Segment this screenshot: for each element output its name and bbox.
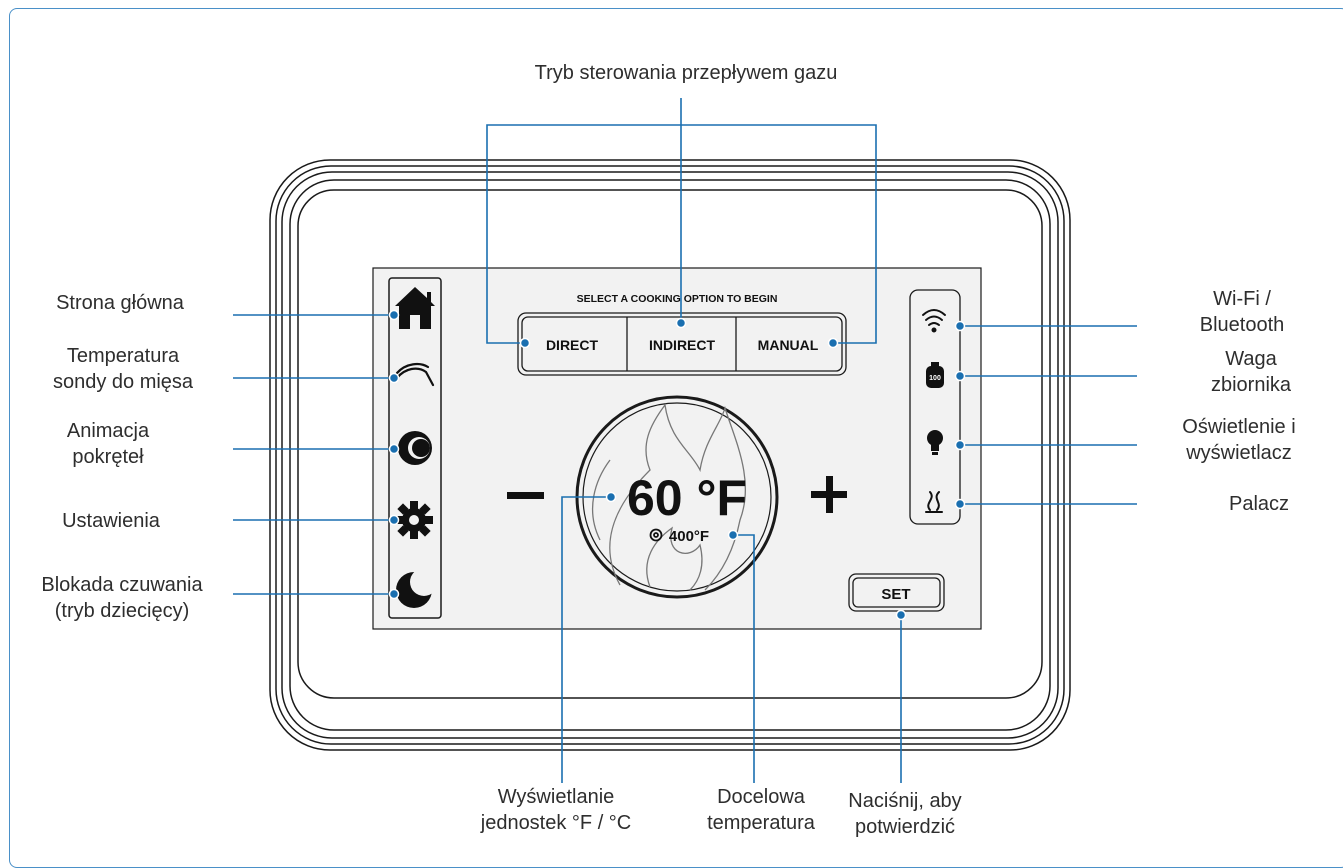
- label-probe-temp-line2: sondy do mięsa: [52, 371, 194, 393]
- label-lighting: Oświetlenie i wyświetlacz: [1182, 414, 1295, 466]
- label-target-line2: temperatura: [707, 812, 815, 834]
- smoke-icon[interactable]: [925, 491, 943, 513]
- label-wifi-line1: Wi-Fi /: [1213, 288, 1271, 310]
- label-press-line1: Naciśnij, aby: [848, 790, 962, 812]
- tank-icon[interactable]: 100: [926, 362, 944, 388]
- label-press-confirm: Naciśnij, aby potwierdzić: [848, 788, 961, 840]
- label-lighting-line2: wyświetlacz: [1186, 442, 1292, 464]
- label-target-line1: Docelowa: [717, 786, 805, 808]
- minus-button[interactable]: [507, 492, 544, 499]
- tank-icon-label: 100: [929, 375, 941, 382]
- set-button-frame: [848, 573, 945, 612]
- label-standby-line1: Blokada czuwania: [41, 574, 203, 596]
- indirect-button[interactable]: INDIRECT: [649, 337, 716, 353]
- wifi-icon[interactable]: [922, 309, 946, 333]
- label-press-line2: potwierdzić: [854, 816, 956, 838]
- label-probe-temp: Temperatura sondy do mięsa: [53, 343, 193, 395]
- temperature-readout: 60 °F: [627, 470, 747, 526]
- label-target: Docelowa temperatura: [707, 784, 815, 836]
- moon-icon[interactable]: [396, 568, 438, 608]
- label-tank: Waga zbiornika: [1211, 346, 1291, 398]
- plus-button[interactable]: [811, 476, 847, 513]
- label-units: Wyświetlanie jednostek °F / °C: [481, 784, 632, 836]
- label-standby-line2: (tryb dziecięcy): [54, 600, 190, 622]
- label-knob-anim-line2: pokręteł: [72, 446, 144, 468]
- label-units-line2: jednostek °F / °C: [480, 812, 632, 834]
- manual-button[interactable]: MANUAL: [758, 337, 819, 353]
- label-settings: Ustawienia: [62, 510, 160, 532]
- callout-dots: [388, 309, 966, 621]
- label-smoker: Palacz: [1228, 493, 1290, 515]
- target-icon: [649, 528, 663, 542]
- bulb-icon[interactable]: [927, 430, 943, 455]
- target-temperature: 400°F: [669, 528, 709, 545]
- label-wifi-line2: Bluetooth: [1199, 314, 1285, 336]
- label-gas-flow-mode: Tryb sterowania przepływem gazu: [534, 62, 838, 84]
- callout-lines: [233, 98, 1137, 783]
- home-icon[interactable]: [395, 287, 435, 329]
- label-wifi: Wi-Fi / Bluetooth: [1200, 286, 1285, 338]
- label-lighting-line1: Oświetlenie i: [1182, 416, 1296, 438]
- set-button[interactable]: SET: [881, 586, 910, 603]
- cooking-prompt: SELECT A COOKING OPTION TO BEGIN: [577, 293, 778, 305]
- right-sidebar: [909, 289, 961, 525]
- gear-icon[interactable]: [395, 501, 433, 539]
- device-bezel: [269, 159, 1071, 751]
- label-tank-line1: Waga: [1225, 348, 1277, 370]
- label-home: Strona główna: [56, 292, 184, 314]
- label-knob-anim: Animacja pokręteł: [67, 418, 149, 470]
- label-knob-anim-line1: Animacja: [66, 420, 150, 442]
- knob-icon: [398, 431, 432, 465]
- label-standby: Blokada czuwania (tryb dziecięcy): [41, 572, 202, 624]
- label-probe-temp-line1: Temperatura: [66, 345, 180, 367]
- probe-icon: [395, 362, 435, 387]
- direct-button[interactable]: DIRECT: [546, 337, 599, 353]
- label-units-line1: Wyświetlanie: [497, 786, 615, 808]
- label-tank-line2: zbiornika: [1210, 374, 1292, 396]
